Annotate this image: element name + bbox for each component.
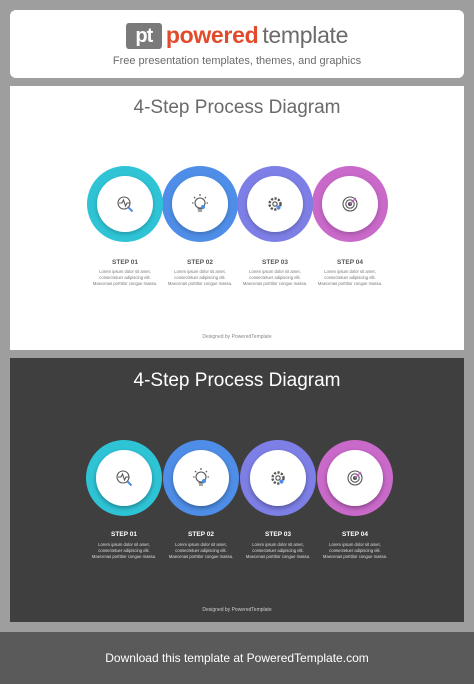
step-3-ring — [240, 440, 316, 516]
step-1-line-3: Maecenas porttitor congue massa. — [91, 554, 157, 560]
step-1-line-2: consectetuer adipiscing elit. — [98, 548, 150, 554]
lightbulb-icon — [192, 194, 208, 212]
step-2-label: STEP 02 — [188, 531, 214, 538]
slide-title: 4-Step Process Diagram — [133, 370, 341, 391]
brand-logo[interactable]: pt powered template — [125, 22, 349, 49]
step-2-line-3: Maecenas porttitor congue massa. — [167, 281, 233, 287]
step-4-description: Lorem ipsum dolor sit amet, consectetuer… — [315, 542, 395, 561]
step-2-line-2: consectetuer adipiscing elit. — [175, 548, 227, 554]
designer-credit: Designed by PoweredTemplate — [202, 334, 272, 340]
step-2-line-1: Lorem ipsum dolor sit amet, — [175, 542, 227, 547]
download-link[interactable]: Download this template at PoweredTemplat… — [105, 651, 369, 665]
step-3-line-2: consectetuer adipiscing elit. — [249, 275, 301, 281]
step-3-description: Lorem ipsum dolor sit amet, consectetuer… — [238, 542, 318, 561]
gear-icon — [271, 471, 285, 485]
slide-title: 4-Step Process Diagram — [133, 97, 341, 118]
step-2-line-3: Maecenas porttitor congue massa. — [168, 554, 234, 560]
step-1-label: STEP 01 — [111, 531, 137, 538]
logo-word-template: template — [262, 22, 349, 48]
gear-icon — [268, 197, 282, 211]
step-2-description: Lorem ipsum dolor sit amet, consectetuer… — [160, 269, 240, 288]
target-icon — [342, 196, 358, 212]
step-3-description: Lorem ipsum dolor sit amet, consectetuer… — [235, 269, 315, 288]
step-3-label: STEP 03 — [262, 259, 288, 266]
step-3-line-3: Maecenas porttitor congue massa. — [245, 554, 311, 560]
lightbulb-icon — [193, 468, 209, 486]
step-4-line-1: Lorem ipsum dolor sit amet, — [324, 269, 376, 274]
step-1-description: Lorem ipsum dolor sit amet, consectetuer… — [85, 269, 165, 288]
heart-rate-search-icon — [117, 196, 134, 213]
step-3-line-1: Lorem ipsum dolor sit amet, — [249, 269, 301, 274]
step-2-description: Lorem ipsum dolor sit amet, consectetuer… — [161, 542, 241, 561]
step-2-line-1: Lorem ipsum dolor sit amet, — [174, 269, 226, 274]
step-1-line-2: consectetuer adipiscing elit. — [99, 275, 151, 281]
logo-word-powered: powered — [165, 22, 259, 48]
tagline: Free presentation templates, themes, and… — [112, 55, 362, 67]
step-1-label: STEP 01 — [112, 259, 138, 266]
step-1-line-1: Lorem ipsum dolor sit amet, — [98, 542, 150, 547]
target-icon — [347, 470, 363, 486]
step-2-ring — [163, 440, 239, 516]
step-3-line-3: Maecenas porttitor congue massa. — [242, 281, 308, 287]
slide-preview-light[interactable]: 4-Step Process Diagram — [10, 86, 464, 350]
step-4-line-1: Lorem ipsum dolor sit amet, — [329, 542, 381, 547]
step-4-label: STEP 04 — [342, 531, 368, 538]
designer-credit: Designed by PoweredTemplate — [202, 607, 272, 613]
step-2-ring — [162, 166, 238, 242]
step-4-line-3: Maecenas porttitor congue massa. — [317, 281, 383, 287]
step-3-ring — [237, 166, 313, 242]
logo-mark: pt — [125, 22, 162, 49]
step-2-line-2: consectetuer adipiscing elit. — [174, 275, 226, 281]
process-diagram — [86, 440, 393, 516]
step-2-label: STEP 02 — [187, 259, 213, 266]
step-4-description: Lorem ipsum dolor sit amet, consectetuer… — [310, 269, 390, 288]
step-4-line-2: consectetuer adipiscing elit. — [324, 275, 376, 281]
heart-rate-search-icon — [116, 470, 133, 487]
step-1-line-1: Lorem ipsum dolor sit amet, — [99, 269, 151, 274]
step-1-line-3: Maecenas porttitor congue massa. — [92, 281, 158, 287]
step-4-line-2: consectetuer adipiscing elit. — [329, 548, 381, 554]
step-4-line-3: Maecenas porttitor congue massa. — [322, 554, 388, 560]
step-3-line-2: consectetuer adipiscing elit. — [252, 548, 304, 554]
header-card: pt powered template Free presentation te… — [10, 10, 464, 78]
download-banner[interactable]: Download this template at PoweredTemplat… — [0, 632, 474, 684]
process-diagram — [87, 166, 388, 242]
slide-preview-dark[interactable]: 4-Step Process Diagram — [10, 358, 464, 622]
step-1-description: Lorem ipsum dolor sit amet, consectetuer… — [84, 542, 164, 561]
step-3-label: STEP 03 — [265, 531, 291, 538]
step-3-line-1: Lorem ipsum dolor sit amet, — [252, 542, 304, 547]
step-4-label: STEP 04 — [337, 259, 363, 266]
